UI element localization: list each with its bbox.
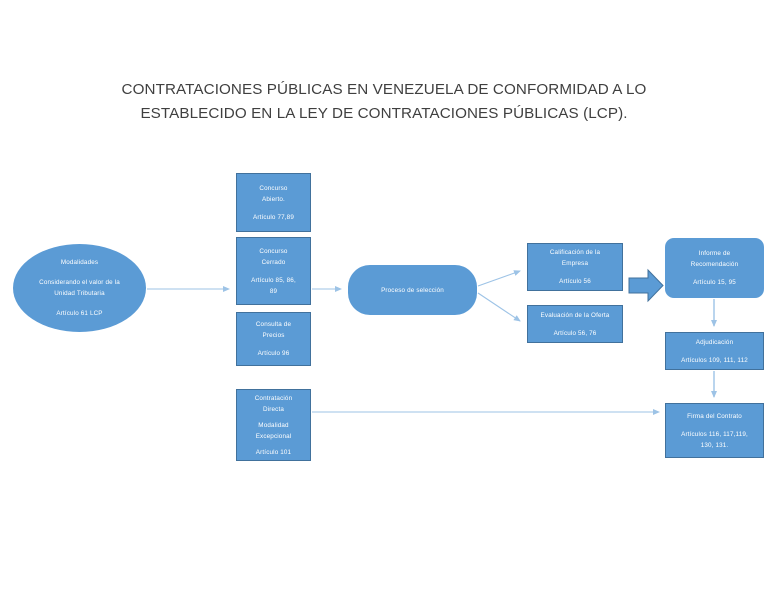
node-calificacion-line2: Empresa xyxy=(561,260,589,267)
node-informe-line1: Informe de xyxy=(698,250,731,257)
node-firma-line1: Firma del Contrato xyxy=(687,412,742,420)
node-adjudicacion-line1: Adjudicación xyxy=(695,338,734,346)
node-proceso-seleccion[interactable]: Proceso de selección xyxy=(348,265,477,315)
node-modalidades-line2: Considerando el valor de la xyxy=(39,279,120,286)
node-consulta-precios-line1: Consulta de xyxy=(255,321,292,328)
node-concurso-cerrado-line3: Artículo 85, 86, xyxy=(251,276,296,284)
node-modalidades-line3: Unidad Tributaria xyxy=(54,290,105,297)
node-contratacion-directa-line4: Excepcional xyxy=(255,432,292,440)
node-contratacion-directa-line1: Contratación xyxy=(254,394,293,402)
node-modalidades-line1: Modalidades xyxy=(60,259,99,266)
block-arrow-evaluacion-to-informe xyxy=(628,268,664,303)
node-consulta-precios[interactable]: Consulta de Precios Artículo 96 xyxy=(236,312,311,366)
node-concurso-abierto[interactable]: Concurso Abierto. Artículo 77,89 xyxy=(236,173,311,232)
node-firma-contrato[interactable]: Firma del Contrato Artículos 116, 117,11… xyxy=(665,403,764,458)
node-proceso-seleccion-label: Proceso de selección xyxy=(381,286,444,294)
connector-proceso-to-calificacion xyxy=(477,270,521,287)
node-informe-line2: Recomendación xyxy=(690,261,739,268)
node-firma-line2: Artículos 116, 117,119, xyxy=(681,430,748,438)
node-concurso-cerrado-line2: Cerrado xyxy=(261,258,286,266)
node-calificacion-line1: Calificación de la xyxy=(549,249,601,256)
node-evaluacion-line2: Artículo 56, 76 xyxy=(553,329,597,337)
node-calificacion-line3: Artículo 56 xyxy=(559,278,591,285)
node-contratacion-directa-line5: Artículo 101 xyxy=(255,448,292,456)
node-firma-line3: 130, 131. xyxy=(700,441,729,449)
node-concurso-abierto-line1: Concurso xyxy=(259,184,288,192)
node-adjudicacion[interactable]: Adjudicación Artículos 109, 111, 112 xyxy=(665,332,764,370)
node-informe-recomendacion[interactable]: Informe de Recomendación Artículo 15, 95 xyxy=(665,238,764,298)
node-concurso-cerrado-line4: 89 xyxy=(269,287,278,295)
node-contratacion-directa[interactable]: Contratación Directa Modalidad Excepcion… xyxy=(236,389,311,461)
node-evaluacion-oferta[interactable]: Evaluación de la Oferta Artículo 56, 76 xyxy=(527,305,623,343)
node-modalidades-line4: Artículo 61 LCP xyxy=(56,310,103,317)
node-contratacion-directa-line2: Directa xyxy=(263,405,284,413)
page-title: CONTRATACIONES PÚBLICAS EN VENEZUELA DE … xyxy=(121,81,647,122)
node-concurso-abierto-line2: Abierto. xyxy=(262,195,285,203)
node-adjudicacion-line2: Artículos 109, 111, 112 xyxy=(681,356,748,364)
node-informe-line3: Artículo 15, 95 xyxy=(693,279,736,286)
node-consulta-precios-line3: Artículo 96 xyxy=(257,350,290,357)
node-contratacion-directa-line3: Modalidad xyxy=(258,421,289,429)
connector-proceso-to-evaluacion xyxy=(477,292,521,322)
node-evaluacion-line1: Evaluación de la Oferta xyxy=(540,311,610,319)
node-modalidades[interactable]: Modalidades Considerando el valor de la … xyxy=(13,244,146,332)
node-consulta-precios-line2: Precios xyxy=(262,332,285,339)
node-concurso-cerrado-line1: Concurso xyxy=(259,247,288,255)
node-calificacion-empresa[interactable]: Calificación de la Empresa Artículo 56 xyxy=(527,243,623,291)
node-concurso-abierto-line3: Artículo 77,89 xyxy=(253,213,294,221)
node-concurso-cerrado[interactable]: Concurso Cerrado Artículo 85, 86, 89 xyxy=(236,237,311,305)
